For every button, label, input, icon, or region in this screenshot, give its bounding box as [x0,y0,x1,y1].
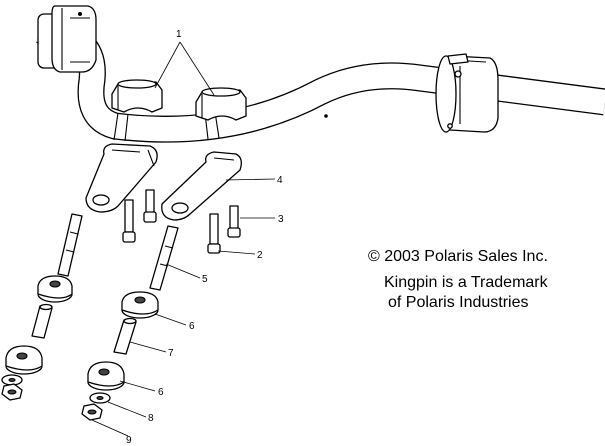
right-control-housing [435,53,499,133]
upper-clamp-cap-left [111,79,163,113]
callout-1: 1 [176,29,182,40]
studs-5 [57,213,179,291]
riser-right [161,151,242,221]
lower-bushing-right [87,361,125,391]
callout-6-lower: 6 [158,387,164,398]
callout-6-upper: 6 [189,321,195,332]
trademark-line-2: of Polaris Industries [388,294,529,311]
copyright-notice: © 2003 Polaris Sales Inc. [368,248,548,265]
washers-8 [1,374,111,404]
callout-2: 2 [257,250,263,261]
lower-bushing-left [5,345,43,375]
sleeves-7 [31,303,137,355]
upper-bushing-right [121,291,159,319]
callout-7: 7 [168,348,174,359]
nuts-9 [1,383,103,421]
callout-8: 8 [148,413,154,424]
upper-bushing-left [37,275,73,303]
callout-9: 9 [126,435,132,446]
callout-4: 4 [277,175,283,186]
riser-left [85,143,158,213]
leader-lines [91,41,276,437]
left-grip [37,5,97,73]
bolts-3 [122,189,241,243]
callout-3: 3 [278,214,284,225]
upper-clamp-cap-right [195,87,247,121]
callout-5: 5 [202,274,208,285]
bolt-2 [207,213,221,254]
trademark-line-1: Kingpin is a Trademark [384,274,548,291]
